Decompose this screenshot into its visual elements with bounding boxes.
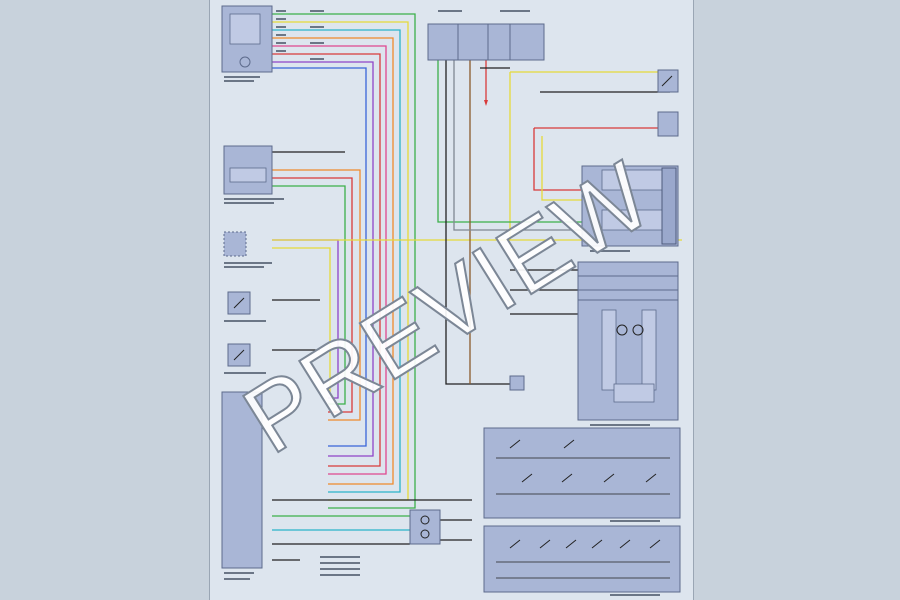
wire-black (445, 60, 510, 385)
wire-green (272, 185, 346, 405)
wire-yellow (272, 247, 331, 392)
switch-2 (227, 343, 251, 367)
component-bottom-left-module (221, 391, 263, 569)
wire-red (534, 118, 671, 129)
wire-red (533, 128, 582, 191)
component-dashed (223, 231, 247, 257)
switch-bank-2 (483, 525, 681, 593)
wiring-diagram-sheet (209, 0, 694, 600)
wire-purple (272, 239, 339, 399)
wire-green (437, 60, 582, 223)
wire-red (272, 53, 381, 467)
component-bottom-connector (409, 509, 441, 545)
component-right-controller (581, 165, 679, 247)
wire-yellow (541, 136, 582, 201)
wiring-diagram (221, 5, 682, 596)
wire-red (272, 177, 353, 413)
wire-yellow (510, 71, 671, 84)
component-connector-small (509, 375, 525, 391)
switch-1 (227, 291, 251, 315)
wire-orange (272, 169, 361, 421)
component-middle-left (223, 145, 273, 195)
wire-cyan (272, 29, 401, 493)
wire-purple (272, 61, 374, 457)
annotation-marks (224, 10, 660, 596)
component-top-left (221, 5, 273, 73)
component-top-right-box (657, 111, 679, 137)
wire-bundle (272, 13, 682, 561)
component-top-center (427, 23, 545, 106)
wire-gray (453, 60, 582, 231)
wire-orange (272, 37, 394, 485)
switch-bank-1 (483, 427, 681, 519)
wire-green (272, 13, 416, 509)
component-right-module (577, 261, 679, 421)
component-top-right-switch (657, 69, 679, 93)
wire-blue (272, 67, 367, 447)
wire-yellow (272, 21, 409, 501)
wire-pink (272, 45, 387, 475)
